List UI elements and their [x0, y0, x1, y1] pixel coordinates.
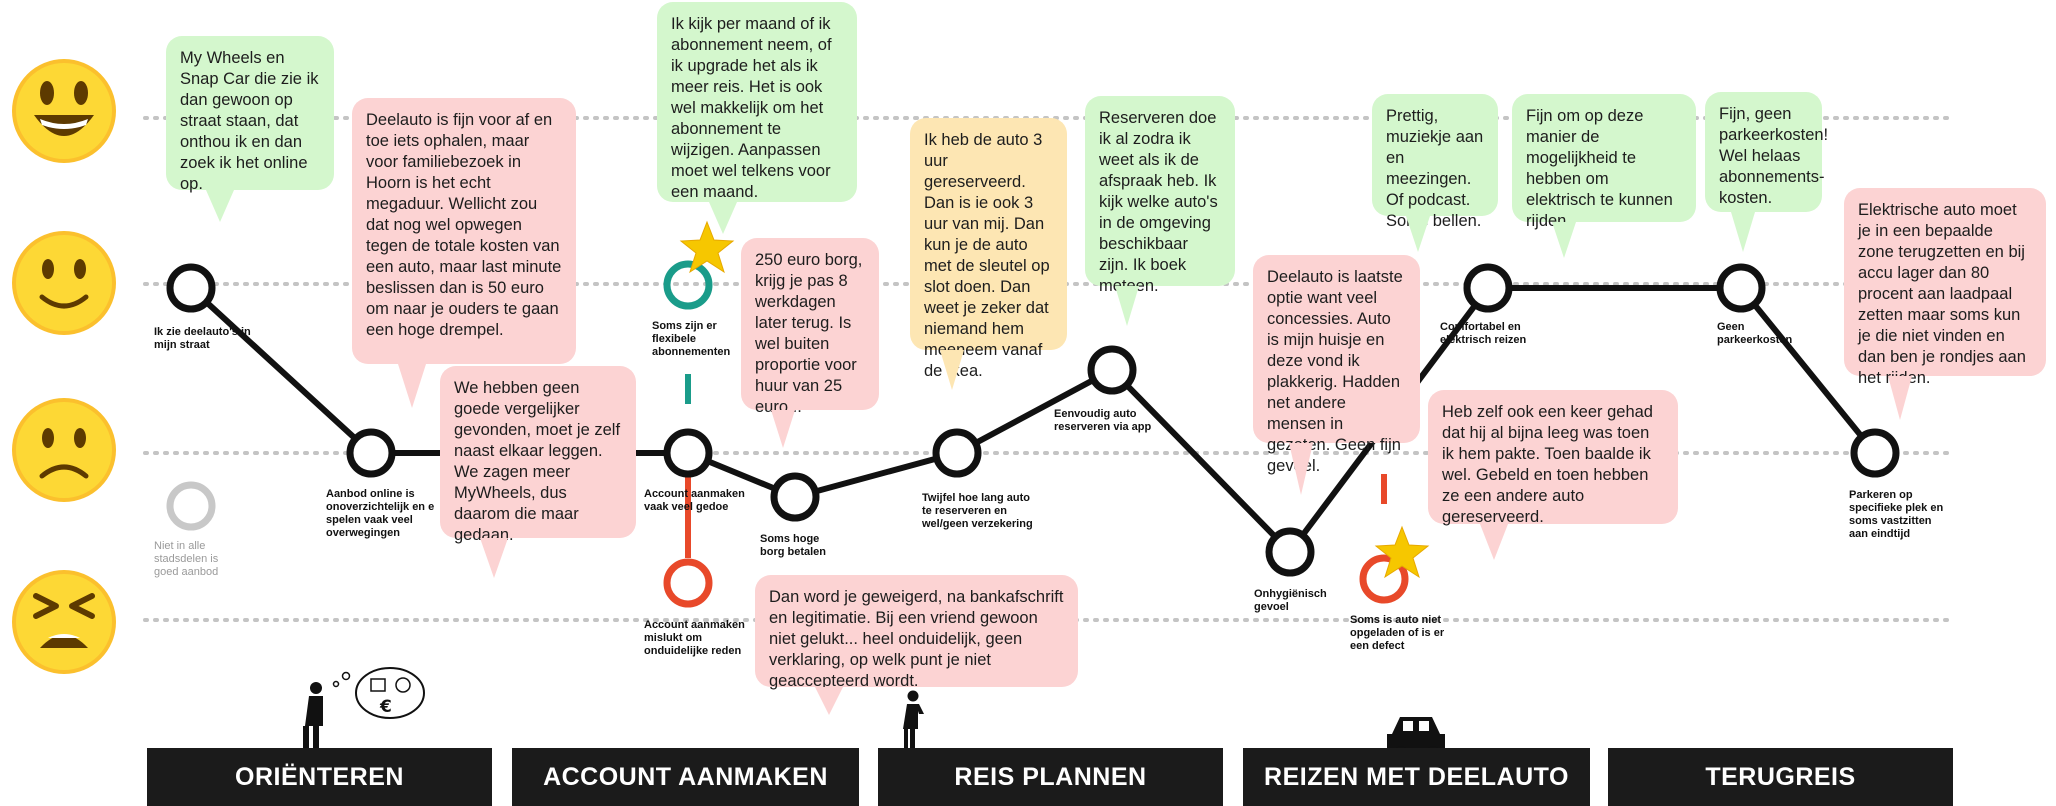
- quote-bubble: Fijn, geen parkeerkosten! Wel helaas abo…: [1705, 92, 1828, 252]
- side-node-mislukt: [663, 558, 713, 608]
- side-node-defect: [1359, 554, 1409, 604]
- side-step-label: Account aanmaken mislukt om onduidelijke…: [644, 619, 745, 657]
- step-node: [1087, 345, 1137, 395]
- quote-text: Fijn, geen parkeerkosten! Wel helaas abo…: [1719, 105, 1829, 207]
- quote-bubble: Ik heb de auto 3 uur gereserveerd. Dan i…: [910, 118, 1067, 390]
- quote-bubble: Reserveren doe ik al zodra ik weet als i…: [1085, 96, 1235, 326]
- side-step-label: Niet in alle stadsdelen is goed aanbod: [154, 540, 219, 578]
- side-step-label: Soms zijn er flexibele abonnementen: [652, 320, 731, 358]
- sad-face-icon: [12, 398, 116, 502]
- step-label: Soms hoge borg betalen: [760, 533, 827, 558]
- quote-bubble: Prettig, muziekje aan en meezingen. Of p…: [1372, 94, 1498, 252]
- step-label: Comfortabel en elektrisch reizen: [1440, 321, 1527, 346]
- quote-text: My Wheels en Snap Car die zie ik dan gew…: [180, 49, 319, 193]
- phase-reis-plannen: REIS PLANNEN: [878, 748, 1223, 806]
- quote-text: Deelauto is fijn voor af en toe iets oph…: [366, 111, 562, 339]
- step-label: Onhygiënisch gevoel: [1254, 588, 1327, 613]
- step-node: [1716, 263, 1766, 313]
- quote-bubble: Fijn om op deze manier de mogelijkheid t…: [1512, 94, 1696, 258]
- step-label: Ik zie deelauto's in mijn straat: [154, 326, 251, 351]
- quote-bubble: Dan word je geweigerd, na bankafschrift …: [755, 575, 1078, 715]
- step-label: Eenvoudig auto reserveren via app: [1054, 408, 1152, 433]
- step-node: [770, 472, 820, 522]
- step-node: [932, 428, 982, 478]
- quote-text: Dan word je geweigerd, na bankafschrift …: [769, 588, 1064, 690]
- quote-text: Ik kijk per maand of ik abonnement neem,…: [671, 15, 832, 201]
- step-label: Twijfel hoe lang auto te reserveren en w…: [922, 492, 1033, 530]
- quote-text: Fijn om op deze manier de mogelijkheid t…: [1526, 107, 1673, 230]
- slight-smile-face-icon: [12, 231, 116, 335]
- step-label: Account aanmaken vaak veel gedoe: [644, 488, 745, 513]
- journey-nodes: [166, 263, 1900, 577]
- quote-bubble: My Wheels en Snap Car die zie ik dan gew…: [166, 36, 334, 222]
- side-branches: [166, 220, 1430, 608]
- step-label: Aanbod online is onoverzichtelijk en e s…: [326, 488, 435, 539]
- star-icon: [1374, 525, 1430, 579]
- step-node: [1265, 527, 1315, 577]
- quote-bubble: Heb zelf ook een keer gehad dat hij al b…: [1428, 390, 1678, 560]
- step-label: Parkeren op specifieke plek en soms vast…: [1849, 489, 1944, 540]
- phase-reizen-met-deelauto: REIZEN MET DEELAUTO: [1243, 748, 1590, 806]
- step-node: [166, 263, 216, 313]
- phase-terugreis: TERUGREIS: [1608, 748, 1953, 806]
- person-with-phone-icon: [903, 690, 924, 751]
- side-node-abonnementen: [663, 260, 713, 310]
- phase-orienteren: ORIËNTEREN: [147, 748, 492, 806]
- step-node: [346, 428, 396, 478]
- quote-text: Heb zelf ook een keer gehad dat hij al b…: [1442, 403, 1653, 526]
- side-step-label: Soms is auto niet opgeladen of is er een…: [1350, 614, 1445, 652]
- quote-text: Elektrische auto moet je in een bepaalde…: [1858, 201, 2026, 387]
- quote-bubble: Deelauto is fijn voor af en toe iets oph…: [352, 98, 576, 408]
- distressed-face-icon: [12, 570, 116, 674]
- very-happy-face-icon: [12, 59, 116, 163]
- quote-bubble: 250 euro borg, krijg je pas 8 werkdagen …: [741, 238, 879, 448]
- thinking-person-icon: €: [303, 667, 425, 750]
- quote-bubble: Ik kijk per maand of ik abonnement neem,…: [657, 2, 857, 234]
- quote-bubble: Elektrische auto moet je in een bepaalde…: [1844, 188, 2046, 420]
- step-node: [663, 428, 713, 478]
- quote-text: 250 euro borg, krijg je pas 8 werkdagen …: [755, 251, 863, 416]
- step-label: Geen parkeerkosten: [1717, 321, 1793, 346]
- quote-text: We hebben geen goede vergelijker gevonde…: [454, 379, 621, 544]
- quote-text: Prettig, muziekje aan en meezingen. Of p…: [1386, 107, 1484, 230]
- step-node: [1463, 263, 1513, 313]
- quote-text: Reserveren doe ik al zodra ik weet als i…: [1099, 109, 1218, 295]
- quote-bubble: Deelauto is laatste optie want veel conc…: [1253, 255, 1420, 495]
- quote-text: Deelauto is laatste optie want veel conc…: [1267, 268, 1403, 475]
- phase-account-aanmaken: ACCOUNT AANMAKEN: [512, 748, 859, 806]
- svg-text:€: €: [379, 697, 392, 717]
- side-node-aanbod: [166, 481, 216, 531]
- quote-text: Ik heb de auto 3 uur gereserveerd. Dan i…: [924, 131, 1050, 380]
- step-node: [1850, 428, 1900, 478]
- star-icon: [679, 220, 735, 274]
- quote-bubble: We hebben geen goede vergelijker gevonde…: [440, 366, 636, 578]
